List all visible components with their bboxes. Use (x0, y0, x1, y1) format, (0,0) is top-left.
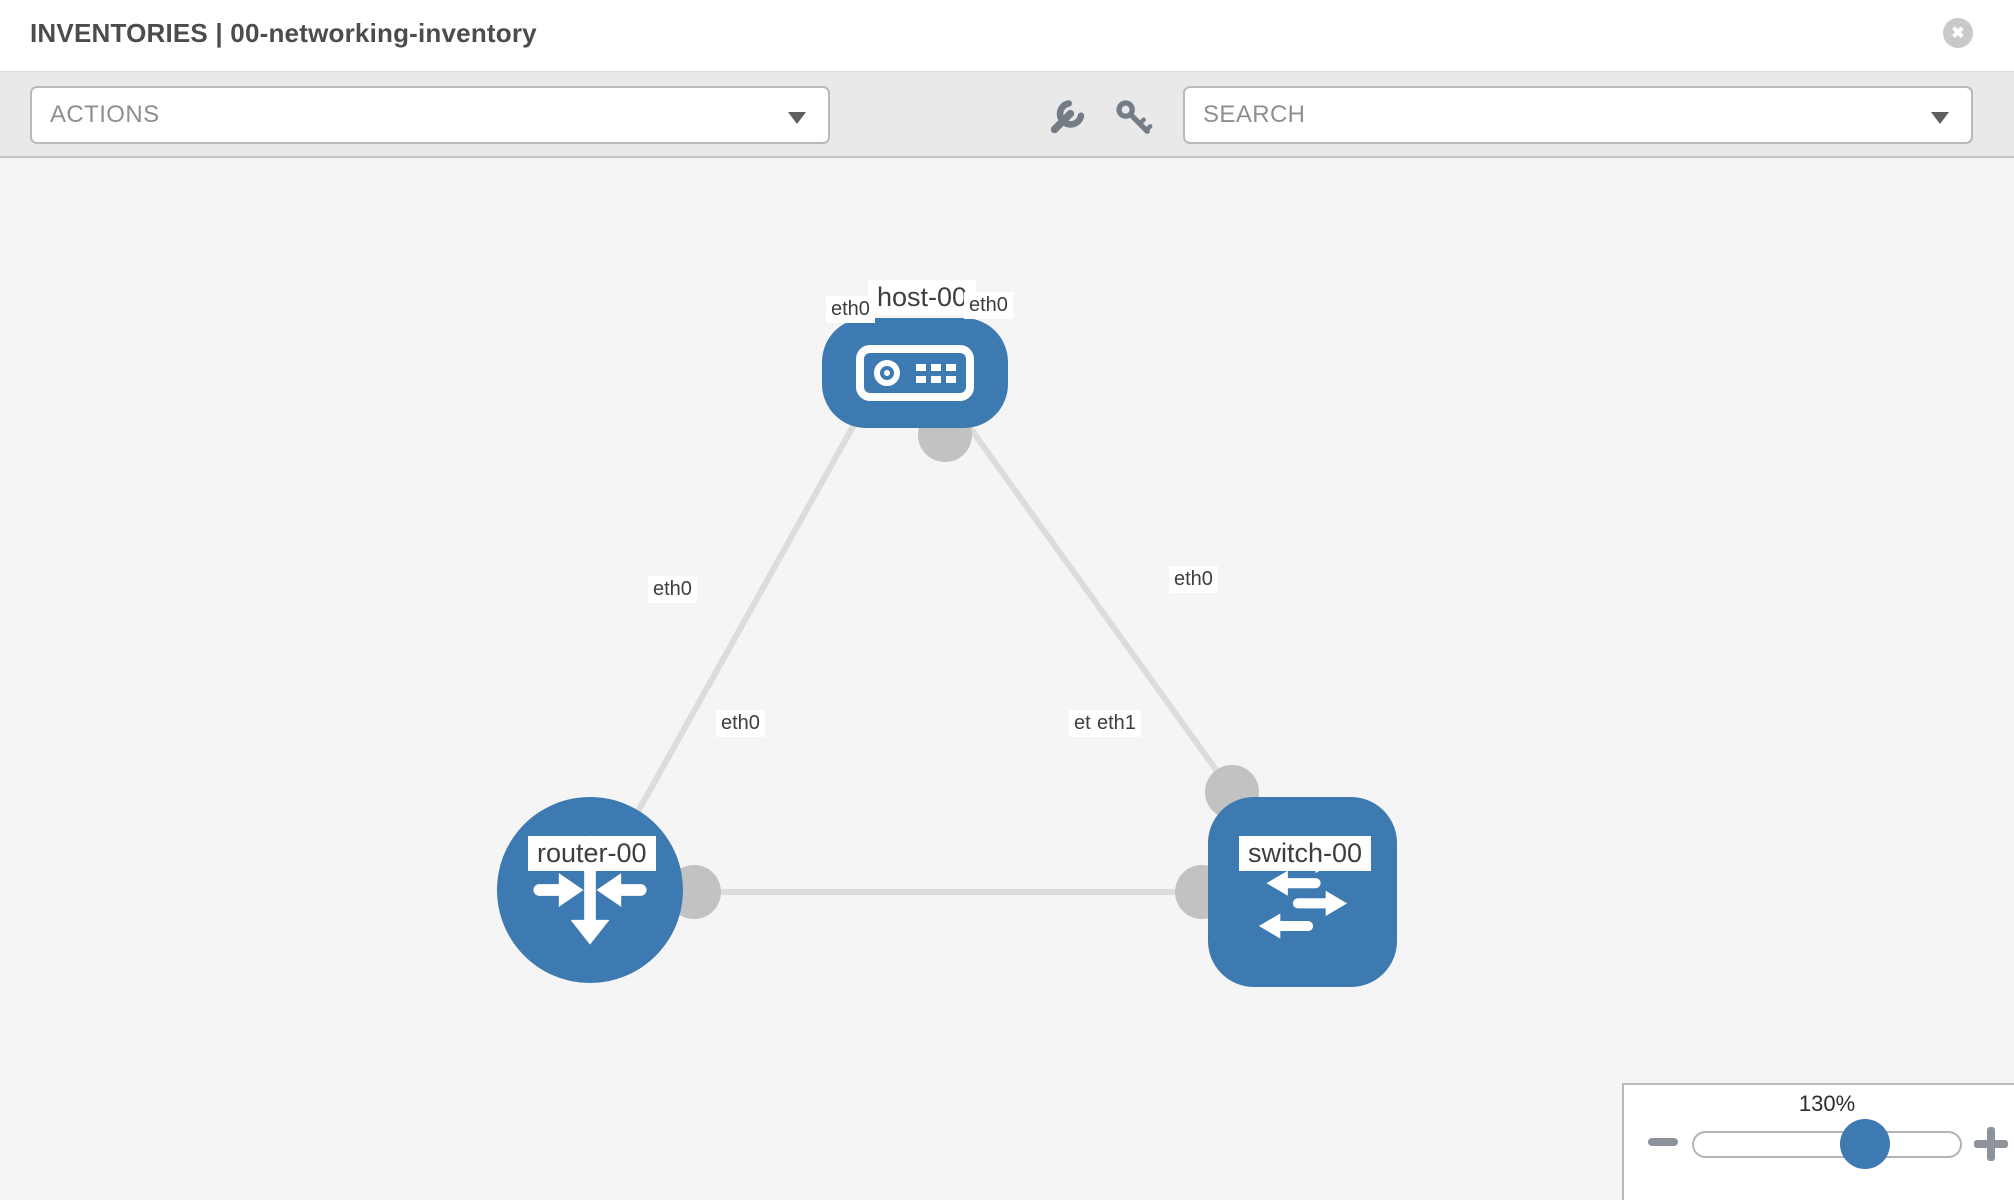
node-label-switch-00[interactable]: switch-00 (1239, 836, 1372, 872)
actions-dropdown[interactable]: ACTIONS (30, 86, 830, 144)
search-dropdown[interactable]: SEARCH (1183, 86, 1973, 144)
close-button[interactable]: ✖ (1943, 18, 1973, 48)
close-icon: ✖ (1951, 25, 1965, 42)
credentials-button[interactable] (1112, 96, 1156, 140)
link-host-router (622, 403, 868, 837)
chevron-down-icon (1931, 112, 1949, 124)
zoom-slider-thumb[interactable] (1840, 1119, 1890, 1169)
node-label-host-00[interactable]: host-00 (868, 280, 977, 316)
node-host-00[interactable] (822, 318, 1008, 428)
wrench-icon (1050, 100, 1085, 134)
host-icon (856, 345, 974, 401)
plus-vertical-bar (1987, 1127, 1995, 1161)
zoom-level-value: 130% (1798, 1091, 1856, 1116)
interface-label-switch-eth1-to-router: eth1 (1092, 710, 1141, 737)
zoom-slider-track[interactable] (1692, 1119, 1962, 1169)
interface-label-host-eth0-to-router: eth0 (826, 296, 875, 323)
link-host-switch (947, 398, 1235, 794)
interface-label-router-eth0-to-switch: eth0 (716, 710, 765, 737)
configure-tools-button[interactable] (1044, 96, 1088, 140)
header: INVENTORIES | 00-networking-inventory ✖ (0, 0, 2014, 72)
zoom-in-icon[interactable] (1974, 1127, 2008, 1161)
key-icon (1116, 100, 1153, 134)
interface-label-host-eth0-to-switch: eth0 (964, 292, 1013, 319)
page-title: INVENTORIES | 00-networking-inventory (30, 18, 537, 48)
chevron-down-icon (788, 112, 806, 124)
node-router-00[interactable] (497, 797, 683, 983)
zoom-out-icon[interactable] (1648, 1138, 1678, 1146)
topology-canvas[interactable] (0, 160, 2014, 1200)
actions-dropdown-label: ACTIONS (50, 101, 160, 128)
toolbar: ACTIONS SEARCH (0, 72, 2014, 158)
interface-label-router-eth0-to-host: eth0 (648, 576, 697, 603)
search-dropdown-label: SEARCH (1203, 101, 1306, 128)
node-switch-00[interactable] (1208, 797, 1397, 987)
interface-label-switch-eth0-to-host: eth0 (1169, 566, 1218, 593)
zoom-panel: 130% (1622, 1083, 2014, 1200)
node-label-router-00[interactable]: router-00 (528, 836, 656, 872)
